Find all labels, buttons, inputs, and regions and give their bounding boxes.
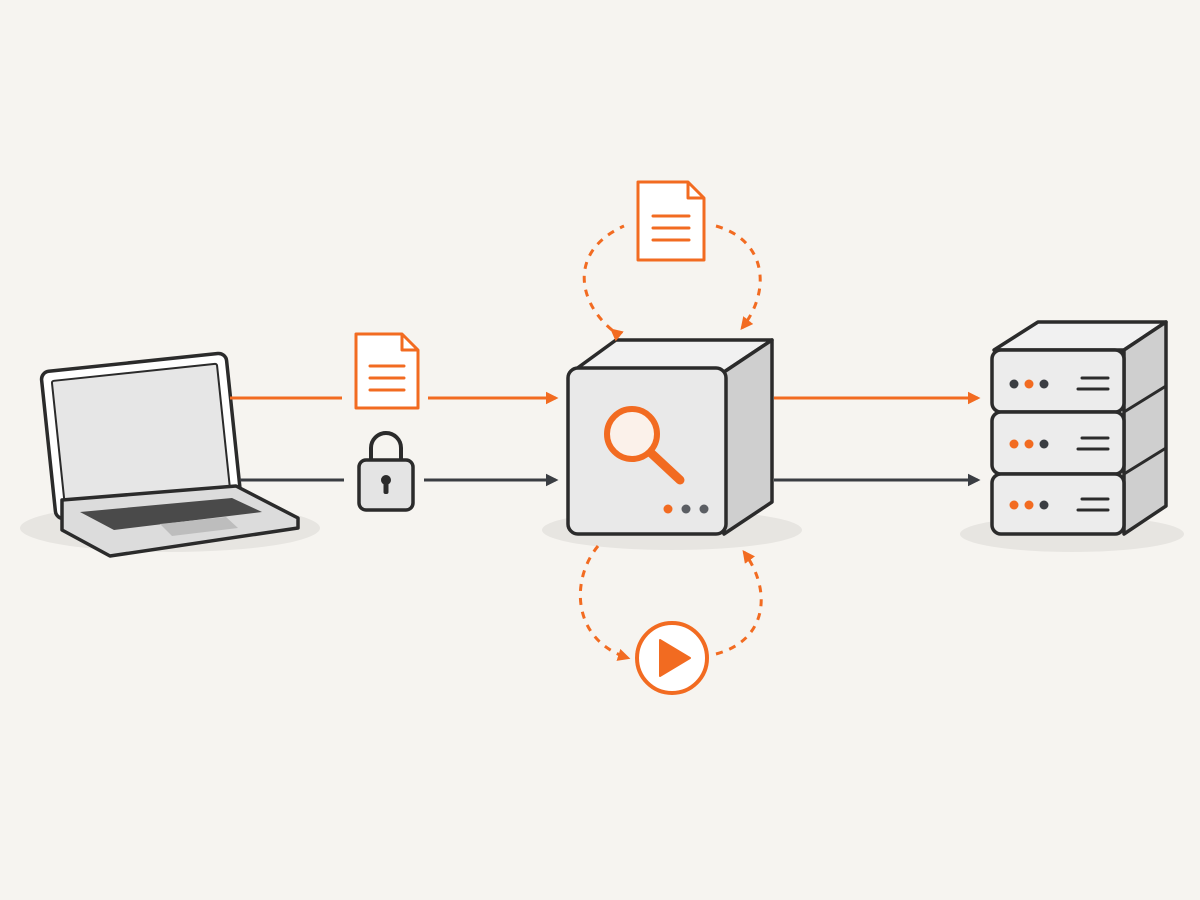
server-rack-icon (960, 320, 1184, 552)
document-icon (354, 332, 420, 410)
server-side-face (1122, 320, 1168, 536)
inspector-side-face (722, 338, 774, 536)
server-unit (990, 472, 1126, 536)
inspector-box (542, 338, 802, 550)
laptop-icon (20, 351, 320, 558)
laptop-screen (50, 362, 232, 510)
laptop-trackpad (160, 517, 238, 536)
status-lights (663, 504, 709, 514)
loop-document-icon (636, 180, 706, 262)
laptop-front-edge (109, 527, 299, 557)
server-side-divider (1123, 384, 1167, 476)
magnifier-icon (604, 406, 685, 485)
server-unit (990, 348, 1126, 414)
flow-bottom-loop (578, 545, 763, 661)
play-icon (635, 621, 709, 695)
server-unit (990, 410, 1126, 476)
laptop-keyboard (80, 498, 262, 530)
flow-top-loop (582, 224, 762, 342)
padlock-icon (357, 431, 415, 512)
